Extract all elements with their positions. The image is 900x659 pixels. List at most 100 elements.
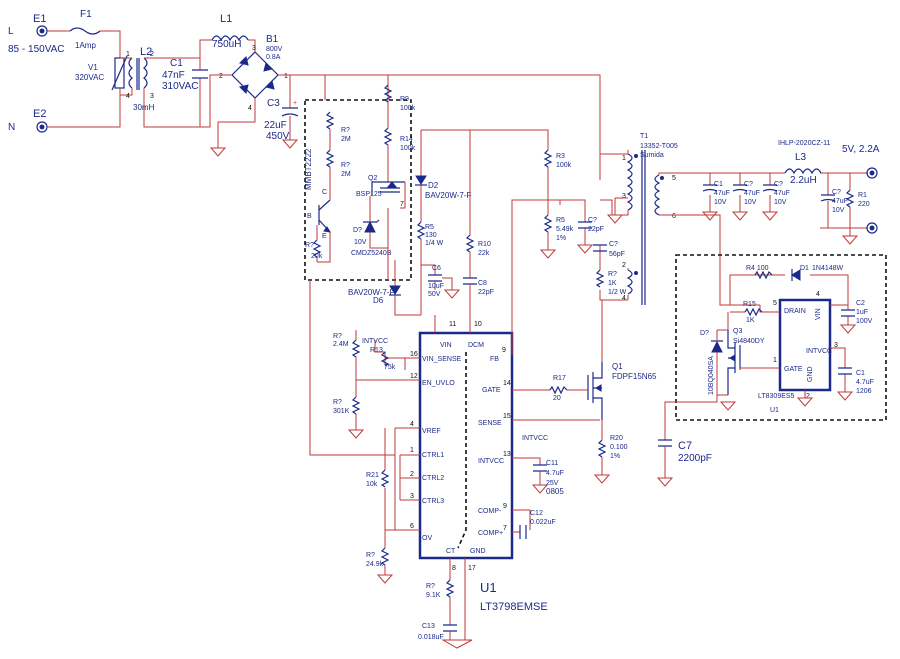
e2-label: E2 bbox=[33, 108, 46, 120]
ground-symbol bbox=[209, 147, 227, 157]
pin-label: 11 bbox=[449, 321, 456, 328]
u1-pin-comp-plus: COMP+ bbox=[478, 530, 503, 537]
r-bot-value: 301K bbox=[333, 408, 350, 415]
r7c-value: 1K bbox=[608, 280, 617, 287]
r21-value: 10k bbox=[366, 481, 378, 488]
sync-rectifier-box bbox=[675, 254, 887, 421]
sr-pin-drain: DRAIN bbox=[784, 308, 806, 315]
c8-value: 22pF bbox=[478, 289, 494, 296]
rload-value: 220 bbox=[858, 201, 870, 208]
resistor-r15 bbox=[744, 307, 763, 317]
ground-symbol bbox=[719, 401, 737, 411]
capacitor-c8 bbox=[463, 277, 477, 285]
q1-label: Q1 bbox=[612, 362, 623, 371]
terminal-e1 bbox=[36, 25, 48, 37]
c7a-label: C? bbox=[588, 217, 597, 224]
u1-pin-gnd: GND bbox=[470, 548, 486, 555]
c3-voltage: 450V bbox=[266, 131, 290, 142]
intvcc-c11-label: INTVCC bbox=[522, 435, 548, 442]
capacitor-c3 bbox=[281, 107, 299, 117]
pin-label: 6 bbox=[672, 213, 676, 220]
output-rating: 5V, 2.2A bbox=[842, 144, 880, 155]
u1-pin-comp-minus: COMP- bbox=[478, 508, 502, 515]
c1s-label: C1 bbox=[856, 370, 865, 377]
l1-label: L1 bbox=[220, 13, 232, 25]
resistor-r21 bbox=[380, 469, 390, 488]
e1-label: E1 bbox=[33, 13, 46, 25]
t1-part: 13352-T005 bbox=[640, 143, 678, 150]
ground-symbol bbox=[593, 474, 611, 484]
pin-label: C bbox=[322, 189, 327, 196]
d7s-part: 10BQ040SA bbox=[708, 356, 715, 395]
polarity-mark: + bbox=[293, 100, 297, 107]
u1-pin-ctrl1: CTRL1 bbox=[422, 452, 444, 459]
pin-label: 13 bbox=[503, 451, 511, 458]
d7-zener-label: D? bbox=[353, 227, 362, 234]
c6-value: 10uF bbox=[428, 283, 444, 290]
pin-label: 6 bbox=[410, 523, 414, 530]
rload-label: R1 bbox=[858, 192, 867, 199]
capacitor-c1-out-2 bbox=[732, 184, 748, 192]
r1-top-label: R? bbox=[333, 333, 342, 340]
pin-label: E bbox=[322, 233, 327, 240]
inductor-l1 bbox=[211, 35, 249, 42]
c2-voltage: 100V bbox=[856, 318, 873, 325]
capacitor-c13 bbox=[443, 624, 457, 632]
transformer-t1 bbox=[626, 150, 664, 305]
c3-label: C3 bbox=[267, 98, 280, 109]
r10-value: 22k bbox=[478, 250, 490, 257]
pin-label: 4 bbox=[126, 93, 130, 100]
t1-label: T1 bbox=[640, 133, 648, 140]
resistor-r-uvlo-bottom bbox=[351, 396, 361, 415]
u1-ref: U1 bbox=[480, 580, 497, 595]
resistor-r7-snubber bbox=[595, 269, 605, 288]
pin-label: 16 bbox=[410, 351, 418, 358]
capacitor-c7-out bbox=[762, 184, 778, 192]
u1-pin-ctrl3: CTRL3 bbox=[422, 498, 444, 505]
r7c-label: R? bbox=[608, 271, 617, 278]
l1-value: 750uH bbox=[212, 39, 241, 50]
resistor-r5-upper bbox=[416, 221, 426, 240]
r21-label: R21 bbox=[366, 472, 379, 479]
pin-label: 3 bbox=[834, 342, 838, 349]
capacitor-c2 bbox=[841, 309, 855, 317]
resistor-r3 bbox=[543, 149, 553, 168]
oc2-voltage: 10V bbox=[744, 199, 757, 206]
oc4-value: 47uF bbox=[832, 198, 848, 205]
capacitor-c1 bbox=[192, 69, 208, 79]
d6-label: D6 bbox=[373, 296, 384, 305]
pin-label: 7 bbox=[400, 201, 404, 208]
ground-symbol bbox=[836, 391, 854, 401]
pin-label: 4 bbox=[816, 291, 820, 298]
ground-symbol bbox=[701, 211, 719, 221]
ground-symbol bbox=[731, 211, 749, 221]
q2-label: Q2 bbox=[368, 175, 377, 182]
q1-part: FDPF15N65 bbox=[612, 372, 657, 381]
pin-label: 4 bbox=[622, 295, 626, 302]
resistor-r20 bbox=[597, 439, 607, 458]
pin-label: 5 bbox=[672, 175, 676, 182]
resistor-r1-startup bbox=[312, 239, 322, 258]
pin-label: B bbox=[307, 213, 312, 220]
r5b-tol: 1% bbox=[556, 235, 566, 242]
capacitor-c7-ycap bbox=[658, 439, 672, 447]
pin-label: 2 bbox=[410, 471, 414, 478]
ground-symbol bbox=[281, 139, 299, 149]
c7b-value: 56pF bbox=[609, 251, 625, 258]
pin-label: 4 bbox=[410, 421, 414, 428]
resistor-r13 bbox=[380, 351, 390, 367]
d7-zener-voltage: 10V bbox=[354, 239, 367, 246]
c11-package: 0805 bbox=[546, 487, 564, 496]
diode-d2 bbox=[415, 175, 427, 186]
c11-value: 4.7uF bbox=[546, 470, 564, 477]
c1-label: C1 bbox=[170, 58, 183, 69]
u1-pin-vin-sense: VIN_SENSE bbox=[422, 356, 462, 363]
d7-zener-part: CMDZ5240B bbox=[351, 250, 392, 257]
r1-startup-value: 20k bbox=[311, 253, 323, 260]
q2-part: BSP125 bbox=[356, 191, 382, 198]
r15-value: 1K bbox=[746, 317, 755, 324]
r-ct-label: R? bbox=[426, 583, 435, 590]
r5a-value: 130 bbox=[425, 232, 437, 239]
r5b-value: 5.49k bbox=[556, 226, 574, 233]
ground-symbol bbox=[531, 484, 549, 494]
